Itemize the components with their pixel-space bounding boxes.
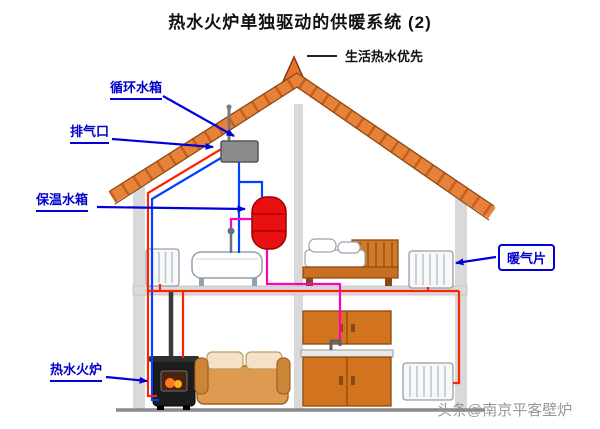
middle-wall-lower	[294, 295, 303, 410]
leader-arrow-stove	[105, 375, 148, 384]
insulated-tank	[251, 196, 287, 250]
radiator-lower-right	[402, 362, 454, 401]
pillow	[308, 238, 337, 253]
roof	[108, 72, 496, 221]
flame	[174, 380, 182, 388]
label-circulation-tank: 循环水箱	[110, 77, 163, 100]
legend-line	[307, 54, 337, 57]
watermark: 头条@南京平客壁炉	[437, 402, 573, 419]
sofa	[194, 351, 291, 405]
shower-fixture	[227, 227, 235, 253]
middle-wall-upper	[294, 104, 303, 286]
leader-arrow-circulation-tank	[162, 95, 235, 137]
label-radiator: 暖气片	[498, 244, 556, 271]
bathtub	[191, 251, 263, 286]
leader-arrow-insulated-tank	[96, 205, 246, 213]
leader-arrow-exhaust-vent	[111, 137, 214, 150]
label-exhaust-vent: 排气口	[70, 121, 110, 144]
legend: 生活热水优先	[307, 46, 423, 65]
bed	[302, 238, 399, 286]
pillow	[337, 241, 361, 254]
label-stove: 热水火炉	[50, 359, 103, 382]
label-insulated-tank: 保温水箱	[36, 189, 89, 212]
kitchen-cabinets	[300, 310, 394, 407]
leader-arrow-radiator	[455, 255, 497, 266]
leader-arrows	[96, 95, 497, 384]
flame	[165, 378, 175, 388]
circulation-tank	[220, 140, 259, 163]
legend-label: 生活热水优先	[345, 49, 424, 64]
kitchen-faucet	[329, 339, 342, 350]
countertop	[300, 349, 394, 358]
right-wall	[455, 196, 467, 410]
stove	[149, 292, 199, 410]
radiator-upper-right	[408, 250, 454, 289]
diagram-title: 热水火炉单独驱动的供暖系统 (2)	[168, 13, 432, 32]
left-wall	[133, 186, 145, 410]
hot-water-pipes	[146, 147, 461, 398]
